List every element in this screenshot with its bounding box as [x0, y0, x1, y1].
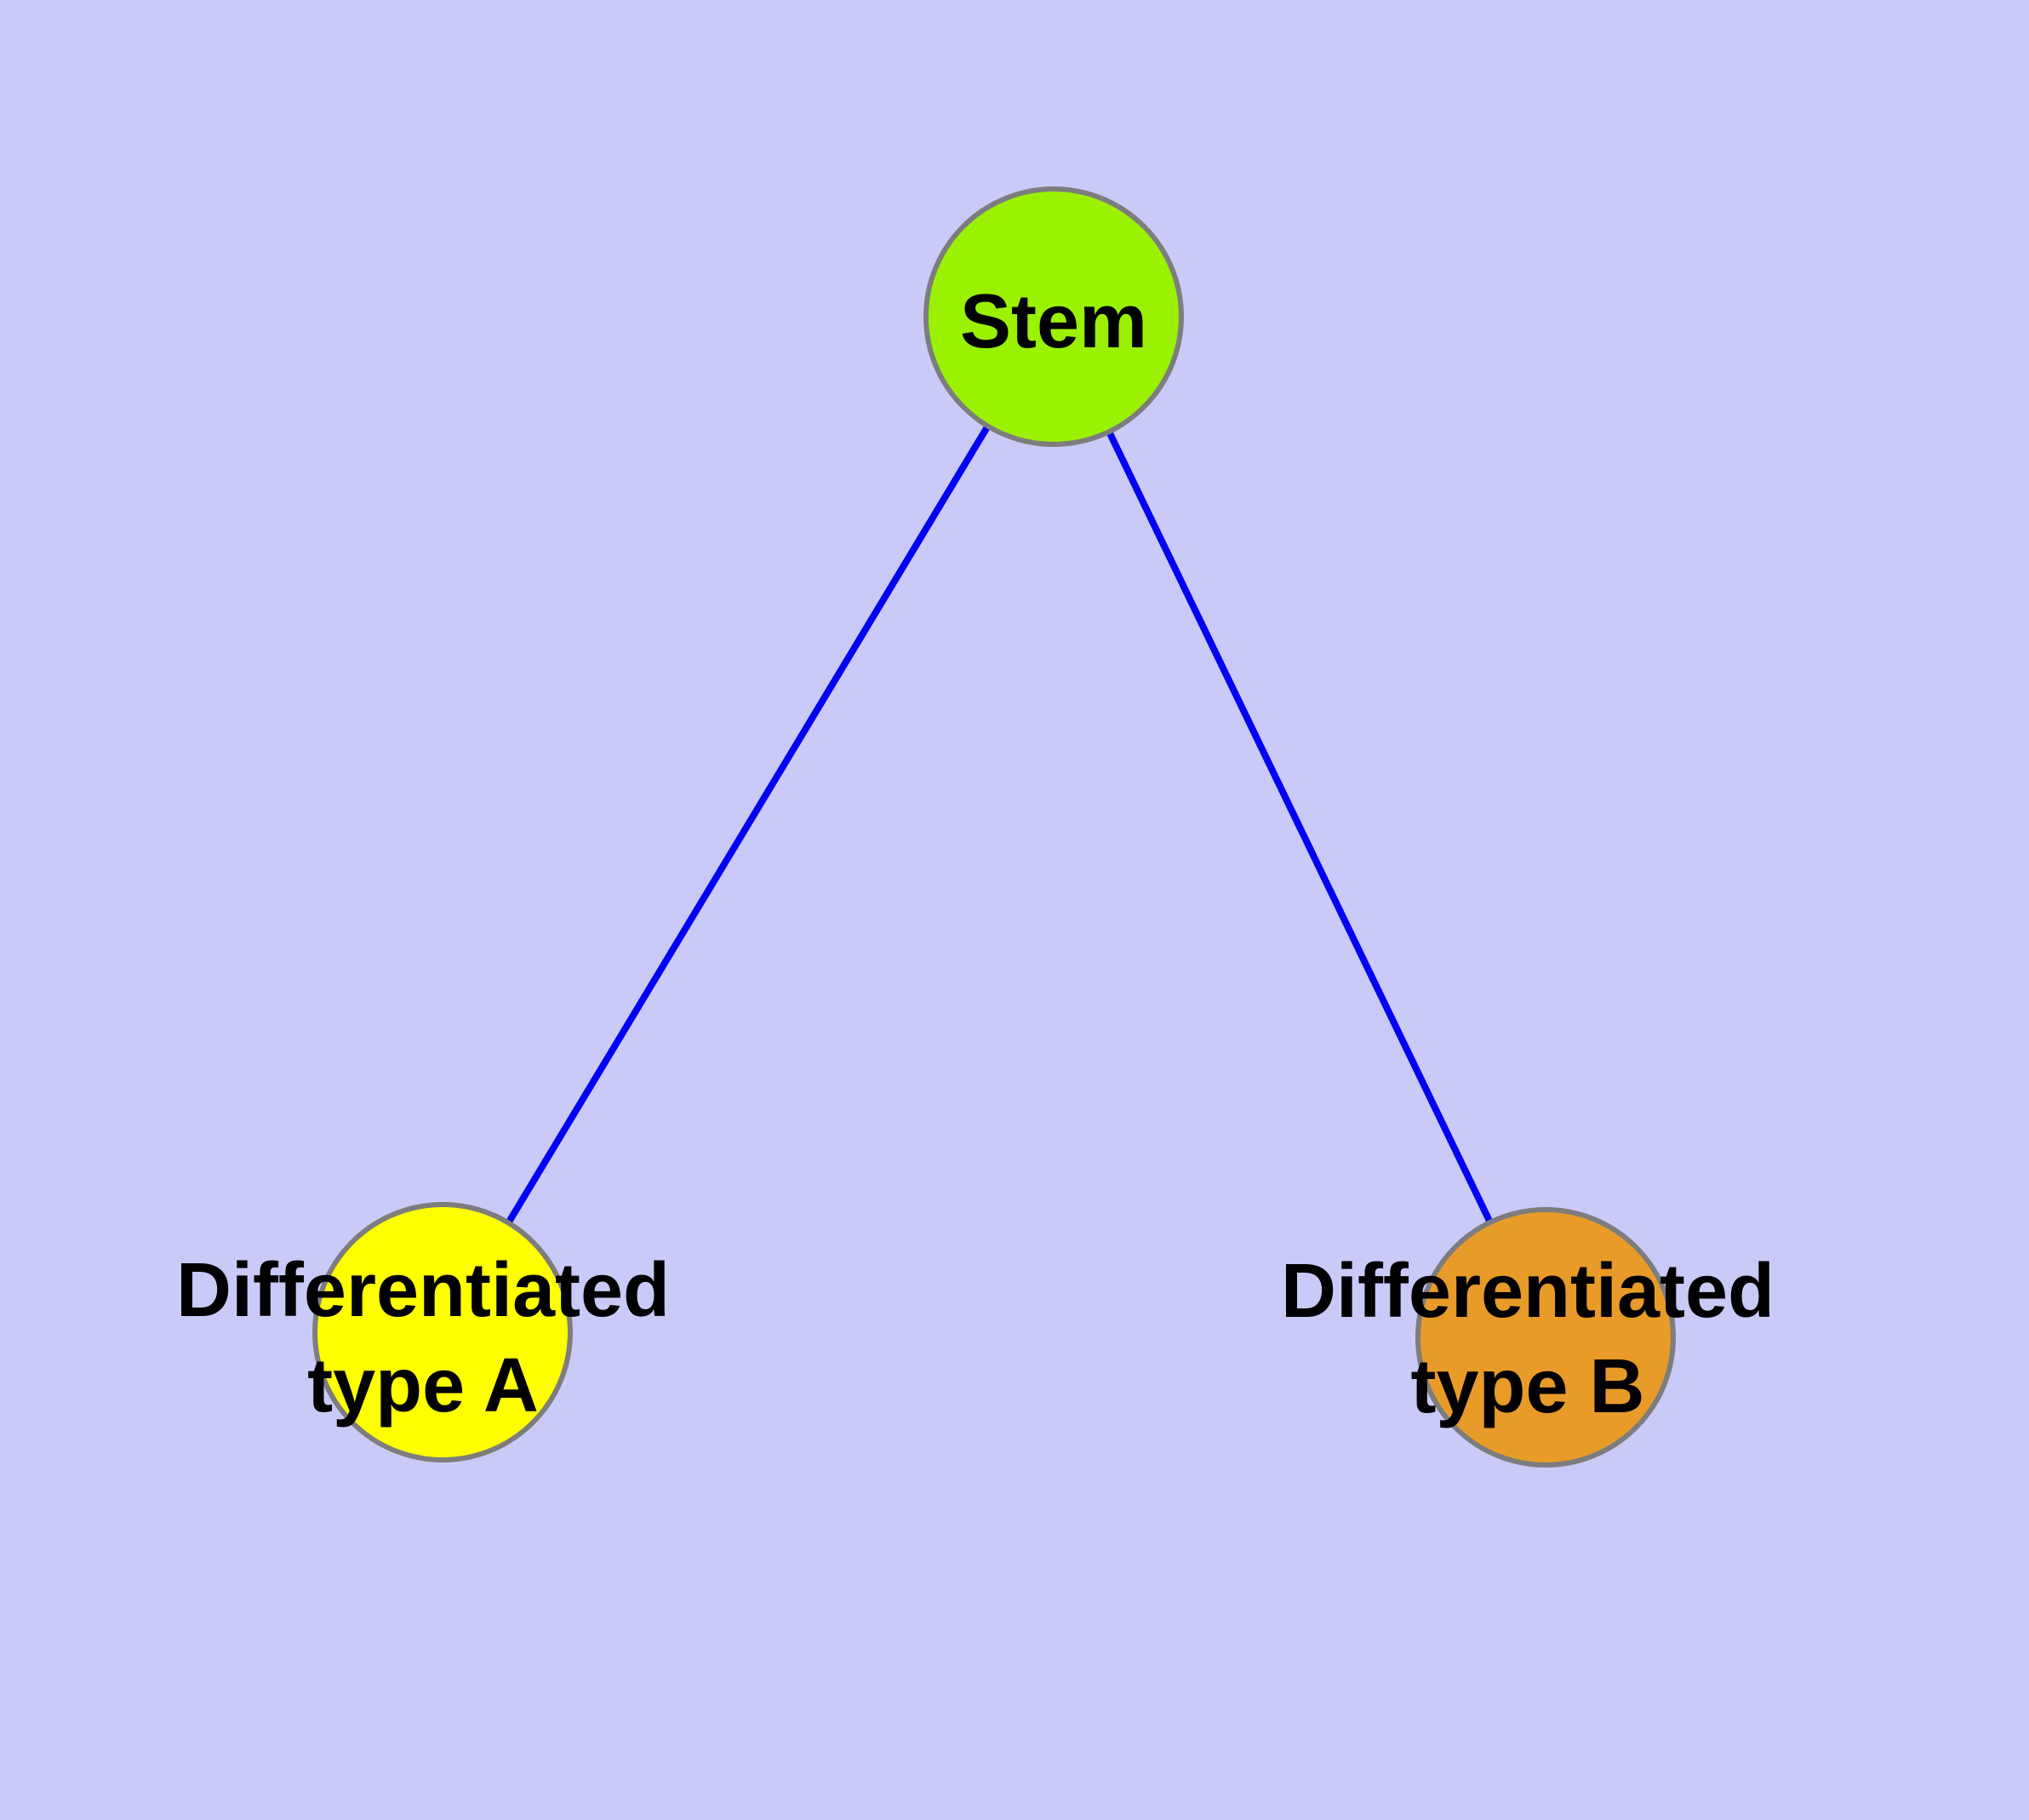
node-differentiated-type-b	[1415, 1207, 1676, 1468]
node-stem	[923, 186, 1184, 447]
node-type-b-label: Differentiated type B	[1281, 1249, 1775, 1429]
node-type-a-label-line1: Differentiated	[176, 1248, 670, 1333]
edge-stem-to-type-b	[1050, 315, 1549, 1339]
node-stem-label: Stem	[960, 279, 1147, 364]
node-type-b-label-line2: type B	[1410, 1344, 1644, 1429]
node-differentiated-type-a	[312, 1202, 573, 1462]
node-type-a-label: Differentiated type A	[176, 1248, 670, 1428]
node-type-a-label-line2: type A	[307, 1343, 539, 1428]
edge-stem-to-type-a	[439, 314, 1057, 1335]
node-type-b-label-line1: Differentiated	[1281, 1249, 1775, 1334]
